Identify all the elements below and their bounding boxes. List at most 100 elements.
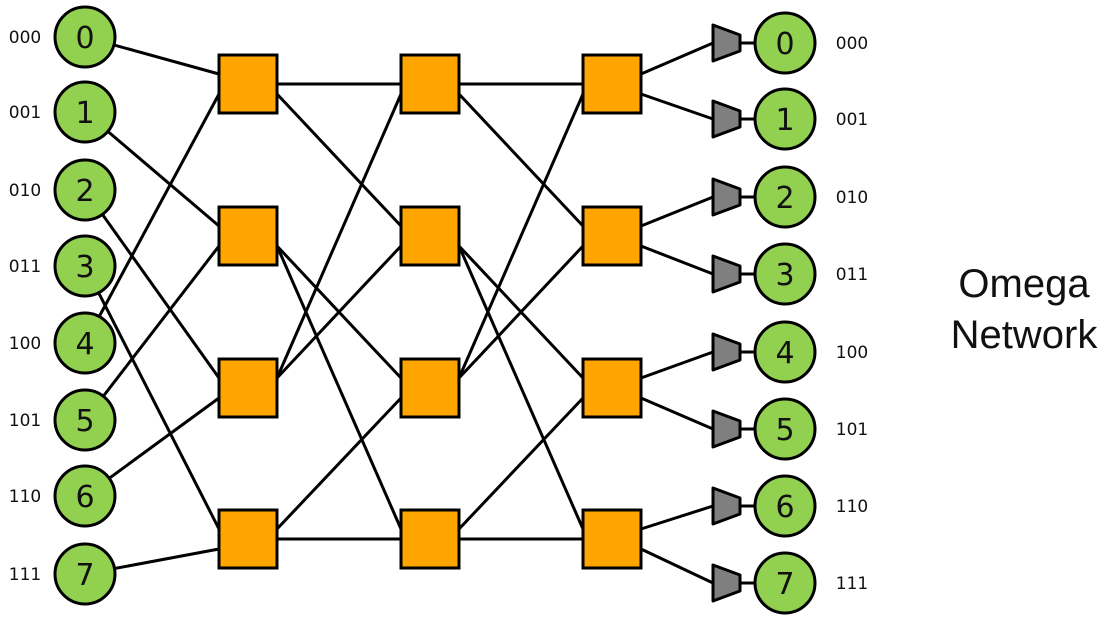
input-wire <box>83 189 221 379</box>
switch-stage3-2 <box>581 357 643 419</box>
title-line-2: Network <box>951 313 1099 357</box>
demuxes <box>711 23 742 603</box>
demux-icon <box>711 563 742 603</box>
node-circle <box>53 464 117 528</box>
output-wire <box>640 41 714 76</box>
switch-stage2-1 <box>399 205 461 267</box>
output-node-4: 4 100 <box>753 320 868 384</box>
node-label: 7 <box>75 558 94 593</box>
node-label: 1 <box>75 96 94 131</box>
input-wire <box>83 245 221 421</box>
node-circle <box>753 551 817 615</box>
node-circle <box>753 320 817 384</box>
node-circle <box>53 542 117 606</box>
binary-label: 100 <box>836 343 868 363</box>
binary-label: 000 <box>836 34 868 54</box>
node-circle <box>753 474 817 538</box>
output-node-1: 1 001 <box>753 87 868 151</box>
wires <box>83 35 755 585</box>
switches <box>217 53 643 570</box>
switch-stage1-3 <box>217 508 279 570</box>
node-circle <box>753 397 817 461</box>
binary-label: 010 <box>836 188 868 208</box>
output-wire <box>640 244 714 276</box>
interstage-wire <box>457 245 585 530</box>
output-wire <box>640 195 714 228</box>
binary-label: 110 <box>836 497 868 517</box>
interstage-wire <box>457 93 585 379</box>
switch-stage1-2 <box>217 357 279 419</box>
node-label: 2 <box>775 181 794 216</box>
demux-icon <box>711 332 742 372</box>
node-label: 6 <box>775 490 794 525</box>
input-node-5: 5 101 <box>9 388 117 452</box>
interstage-wire <box>275 396 403 531</box>
demux-icon <box>711 409 742 449</box>
switch-stage1-1 <box>217 205 279 267</box>
output-wire <box>640 350 714 380</box>
interstage-wire <box>275 245 403 530</box>
demux-icon <box>711 254 742 294</box>
interstage-wire <box>457 92 585 228</box>
binary-label: 101 <box>9 411 41 431</box>
node-label: 4 <box>75 327 94 362</box>
binary-label: 001 <box>836 110 868 130</box>
binary-label: 111 <box>9 565 41 585</box>
node-circle <box>53 158 117 222</box>
output-node-6: 6 110 <box>753 474 868 538</box>
input-wire <box>83 265 221 530</box>
demux-icon <box>711 486 742 526</box>
node-circle <box>753 87 817 151</box>
node-label: 6 <box>75 480 94 515</box>
output-node-3: 3 011 <box>753 242 868 306</box>
interstage-wire <box>275 244 403 380</box>
node-label: 5 <box>75 404 94 439</box>
node-circle <box>53 5 117 69</box>
interstage-wire <box>275 92 403 228</box>
binary-label: 111 <box>836 574 868 594</box>
binary-label: 101 <box>836 420 868 440</box>
node-circle <box>53 311 117 375</box>
switch-stage2-0 <box>399 53 461 115</box>
output-wire <box>640 504 714 531</box>
node-label: 1 <box>775 103 794 138</box>
node-label: 4 <box>775 336 794 371</box>
interstage-wire <box>457 244 585 380</box>
interstage-wire <box>457 396 585 531</box>
node-label: 3 <box>775 258 794 293</box>
node-label: 2 <box>75 174 94 209</box>
binary-label: 011 <box>9 257 41 277</box>
switch-stage2-2 <box>399 357 461 419</box>
binary-label: 000 <box>9 28 41 48</box>
output-node-7: 7 111 <box>753 551 868 615</box>
output-wire <box>640 547 714 585</box>
node-label: 0 <box>775 27 794 62</box>
node-circle <box>53 388 117 452</box>
node-label: 5 <box>775 413 794 448</box>
output-wire <box>640 396 714 431</box>
node-circle <box>753 242 817 306</box>
demux-icon <box>711 177 742 217</box>
binary-label: 011 <box>836 265 868 285</box>
node-circle <box>53 234 117 298</box>
binary-label: 010 <box>9 181 41 201</box>
demux-icon <box>711 23 742 63</box>
node-circle <box>753 11 817 75</box>
switch-stage3-3 <box>581 508 643 570</box>
node-label: 3 <box>75 250 94 285</box>
switch-stage2-3 <box>399 508 461 570</box>
node-circle <box>53 80 117 144</box>
input-wire <box>83 93 221 344</box>
switch-stage3-1 <box>581 205 643 267</box>
node-circle <box>753 165 817 229</box>
node-label: 7 <box>775 567 794 602</box>
